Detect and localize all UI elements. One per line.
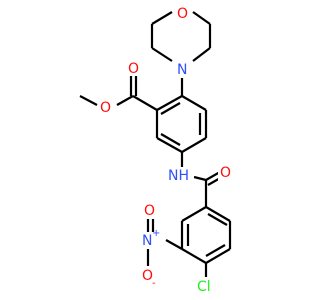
amide-o-label: O	[220, 165, 231, 181]
bond-ester-ome	[79, 95, 98, 106]
bond-morph-2	[151, 47, 173, 62]
nitro-o-minus-label: O	[142, 268, 153, 284]
ester-carbonyl-o-label: O	[128, 61, 139, 77]
bond-ring2-1b	[207, 213, 228, 226]
bond-ring1-3	[181, 137, 207, 153]
bond-ring1-4	[156, 137, 183, 153]
bond-morph-3	[192, 47, 211, 62]
bond-ring1-4b	[160, 133, 181, 146]
bond-ring2-4	[181, 248, 207, 264]
molecule-structure: O N O O NH O N + O - O Cl	[79, 5, 234, 295]
morpholine-o-label: O	[177, 6, 188, 22]
chlorine-label: Cl	[197, 279, 211, 295]
nitro-n-label: N	[142, 233, 152, 249]
bond-amide-co-1	[205, 171, 221, 181]
bond-ring2-1	[205, 206, 231, 222]
bond-ring1-6	[156, 95, 183, 111]
bond-morph-6	[151, 11, 173, 25]
bond-ring1-6b	[160, 102, 181, 115]
morpholine-n-label: N	[177, 62, 187, 78]
nitro-o-charge: -	[152, 278, 156, 289]
bond-morph-5	[192, 11, 211, 25]
bond-c-nitro	[165, 239, 183, 250]
nitro-n-charge: +	[152, 228, 160, 239]
bond-ring2-3	[205, 248, 231, 264]
atom-labels: O N O O NH O N + O - O Cl	[98, 5, 234, 295]
bond-ring2-3b	[205, 244, 226, 257]
ester-ether-o-label: O	[100, 100, 111, 116]
bond-ester-c	[132, 95, 158, 111]
bonds	[79, 11, 232, 277]
nitro-o-label: O	[144, 203, 155, 219]
bond-ring1-1	[181, 95, 207, 111]
bond-nh-amide	[193, 175, 207, 182]
amide-nh-label: NH	[168, 168, 189, 184]
bond-ring2-6	[181, 206, 207, 222]
bond-ester-oc	[116, 95, 134, 106]
